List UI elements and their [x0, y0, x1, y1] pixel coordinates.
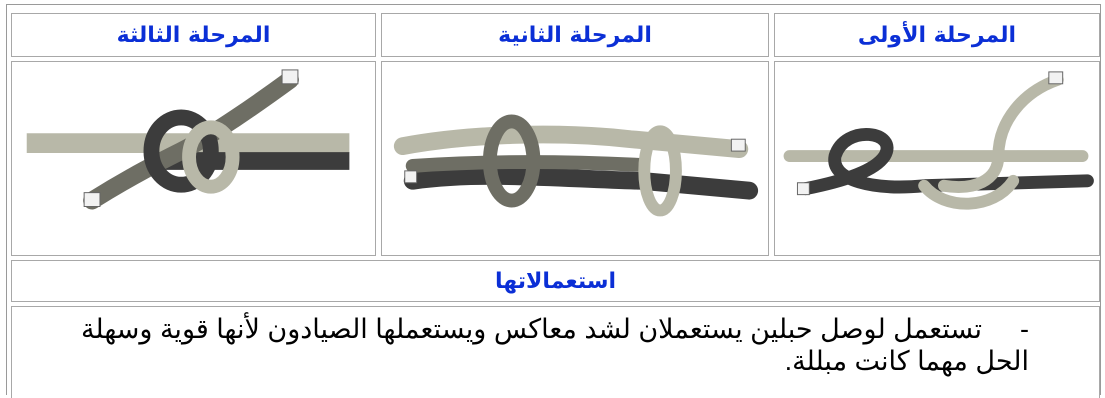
stage-2-image	[381, 61, 769, 256]
uses-title: استعمالاتها	[495, 268, 617, 294]
bullet-dash: -	[1020, 314, 1029, 344]
stage-3-label: المرحلة الثالثة	[116, 22, 271, 48]
stage-1-knot-illustration	[783, 71, 1094, 210]
stage-2-knot-illustration	[393, 114, 759, 217]
knot-stages-table: المرحلة الأولى المرحلة الثانية المرحلة ا…	[6, 4, 1101, 398]
uses-text-cell: -تستعمل لوصل حبلين يستعملان لشد معاكس وي…	[11, 306, 1100, 398]
uses-header: استعمالاتها	[11, 260, 1100, 302]
stage-3-image	[11, 61, 376, 256]
stage-1-header: المرحلة الأولى	[774, 13, 1100, 57]
stage-2-label: المرحلة الثانية	[498, 22, 652, 48]
stage-2-header: المرحلة الثانية	[381, 13, 769, 57]
stage-3-knot-illustration	[26, 69, 350, 210]
stage-1-image	[774, 61, 1100, 256]
uses-description: تستعمل لوصل حبلين يستعملان لشد معاكس ويس…	[80, 314, 1029, 376]
stage-1-label: المرحلة الأولى	[857, 22, 1017, 48]
stage-3-header: المرحلة الثالثة	[11, 13, 376, 57]
